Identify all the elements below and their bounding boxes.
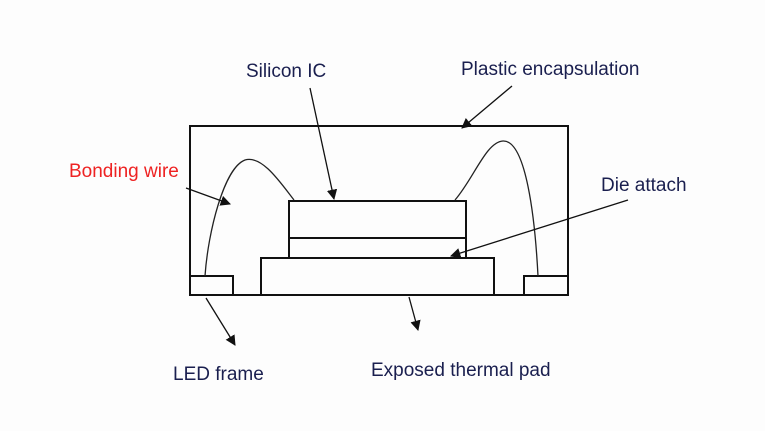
silicon-ic-die: [288, 200, 467, 239]
plastic-encapsulation-label: Plastic encapsulation: [461, 59, 640, 80]
plastic-encapsulation-body: [189, 125, 569, 296]
silicon-ic-label: Silicon IC: [246, 61, 326, 82]
led-frame-label: LED frame: [173, 364, 264, 385]
die-attach-leader: [450, 199, 629, 259]
led-frame-leader: [205, 297, 236, 346]
bonding-wire-label: Bonding wire: [69, 161, 179, 182]
exposed-thermal-pad: [260, 257, 495, 296]
bonding-wire-right: [454, 140, 539, 277]
silicon-ic-leader: [309, 87, 338, 201]
exposed-thermal-pad-label: Exposed thermal pad: [371, 360, 551, 381]
die-attach-label: Die attach: [601, 175, 687, 196]
bonding-wire-left: [204, 158, 295, 277]
exposed-thermal-pad-leader: [408, 296, 421, 332]
plastic-encapsulation-leader: [461, 85, 513, 129]
die-attach-layer: [288, 237, 467, 259]
bonding-wire-leader: [185, 187, 231, 206]
led-frame-lead-right: [523, 275, 569, 296]
led-frame-lead-left: [189, 275, 234, 296]
